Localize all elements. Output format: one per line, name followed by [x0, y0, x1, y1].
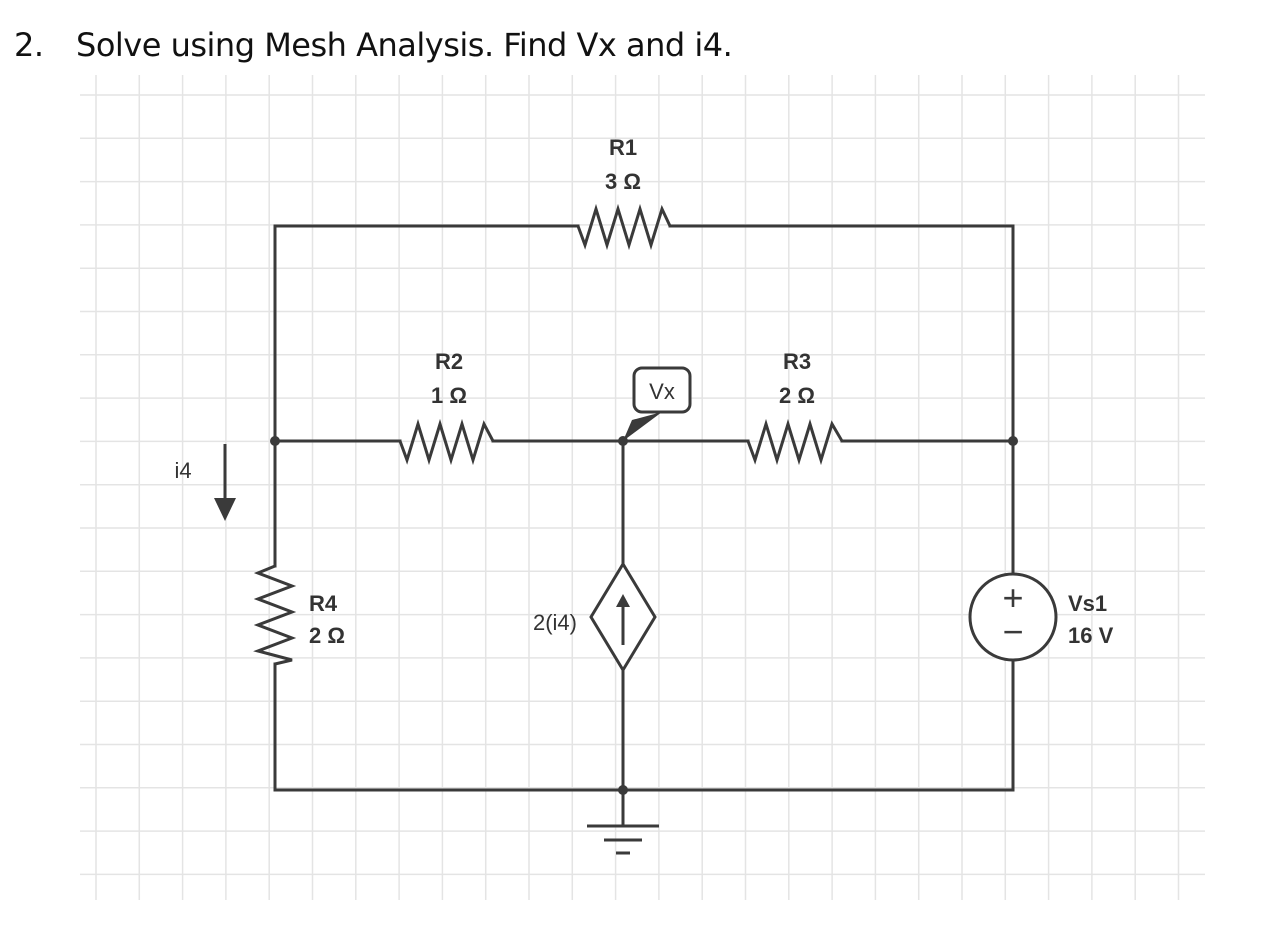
resistor-r1: [576, 203, 672, 251]
top-wire-right: [668, 224, 1015, 442]
arrow-up-icon: [616, 594, 630, 607]
resistor-r4: [253, 564, 297, 666]
problem-text: Solve using Mesh Analysis. Find Vx and i…: [76, 26, 733, 64]
node-right: [1008, 436, 1018, 446]
problem-number: 2.: [14, 26, 44, 64]
background-grid: [80, 75, 1205, 900]
vx-probe: Vx: [623, 366, 692, 441]
r3-value-label: 2 Ω: [779, 383, 815, 408]
resistor-r3: [746, 418, 844, 466]
r1-name-label: R1: [609, 135, 637, 160]
plus-sign: +: [1002, 577, 1023, 618]
dependent-source-label: 2(i4): [533, 610, 577, 635]
voltage-source-vs1: + −: [968, 572, 1058, 662]
dependent-current-source: [589, 561, 657, 673]
vs1-name-label: Vs1: [1068, 591, 1107, 616]
problem-title: 2. Solve using Mesh Analysis. Find Vx and…: [14, 26, 733, 64]
current-arrow-i4: [214, 444, 236, 521]
r4-name-label: R4: [309, 591, 338, 616]
vs1-value-label: 16 V: [1068, 623, 1114, 648]
minus-sign: −: [1002, 611, 1023, 652]
resistor-r2: [398, 418, 495, 466]
node-ground: [618, 785, 628, 795]
top-wire-left: [273, 224, 580, 442]
i4-label: i4: [174, 458, 191, 483]
r3-name-label: R3: [783, 349, 811, 374]
wires: [273, 224, 1015, 828]
node-left: [270, 436, 280, 446]
arrow-down-icon: [214, 498, 236, 521]
r1-value-label: 3 Ω: [605, 169, 641, 194]
ground-icon: [587, 824, 659, 855]
r4-value-label: 2 Ω: [309, 623, 345, 648]
vx-probe-label: Vx: [649, 379, 675, 404]
r2-value-label: 1 Ω: [431, 383, 467, 408]
nodes: [270, 436, 1018, 795]
r2-name-label: R2: [435, 349, 463, 374]
